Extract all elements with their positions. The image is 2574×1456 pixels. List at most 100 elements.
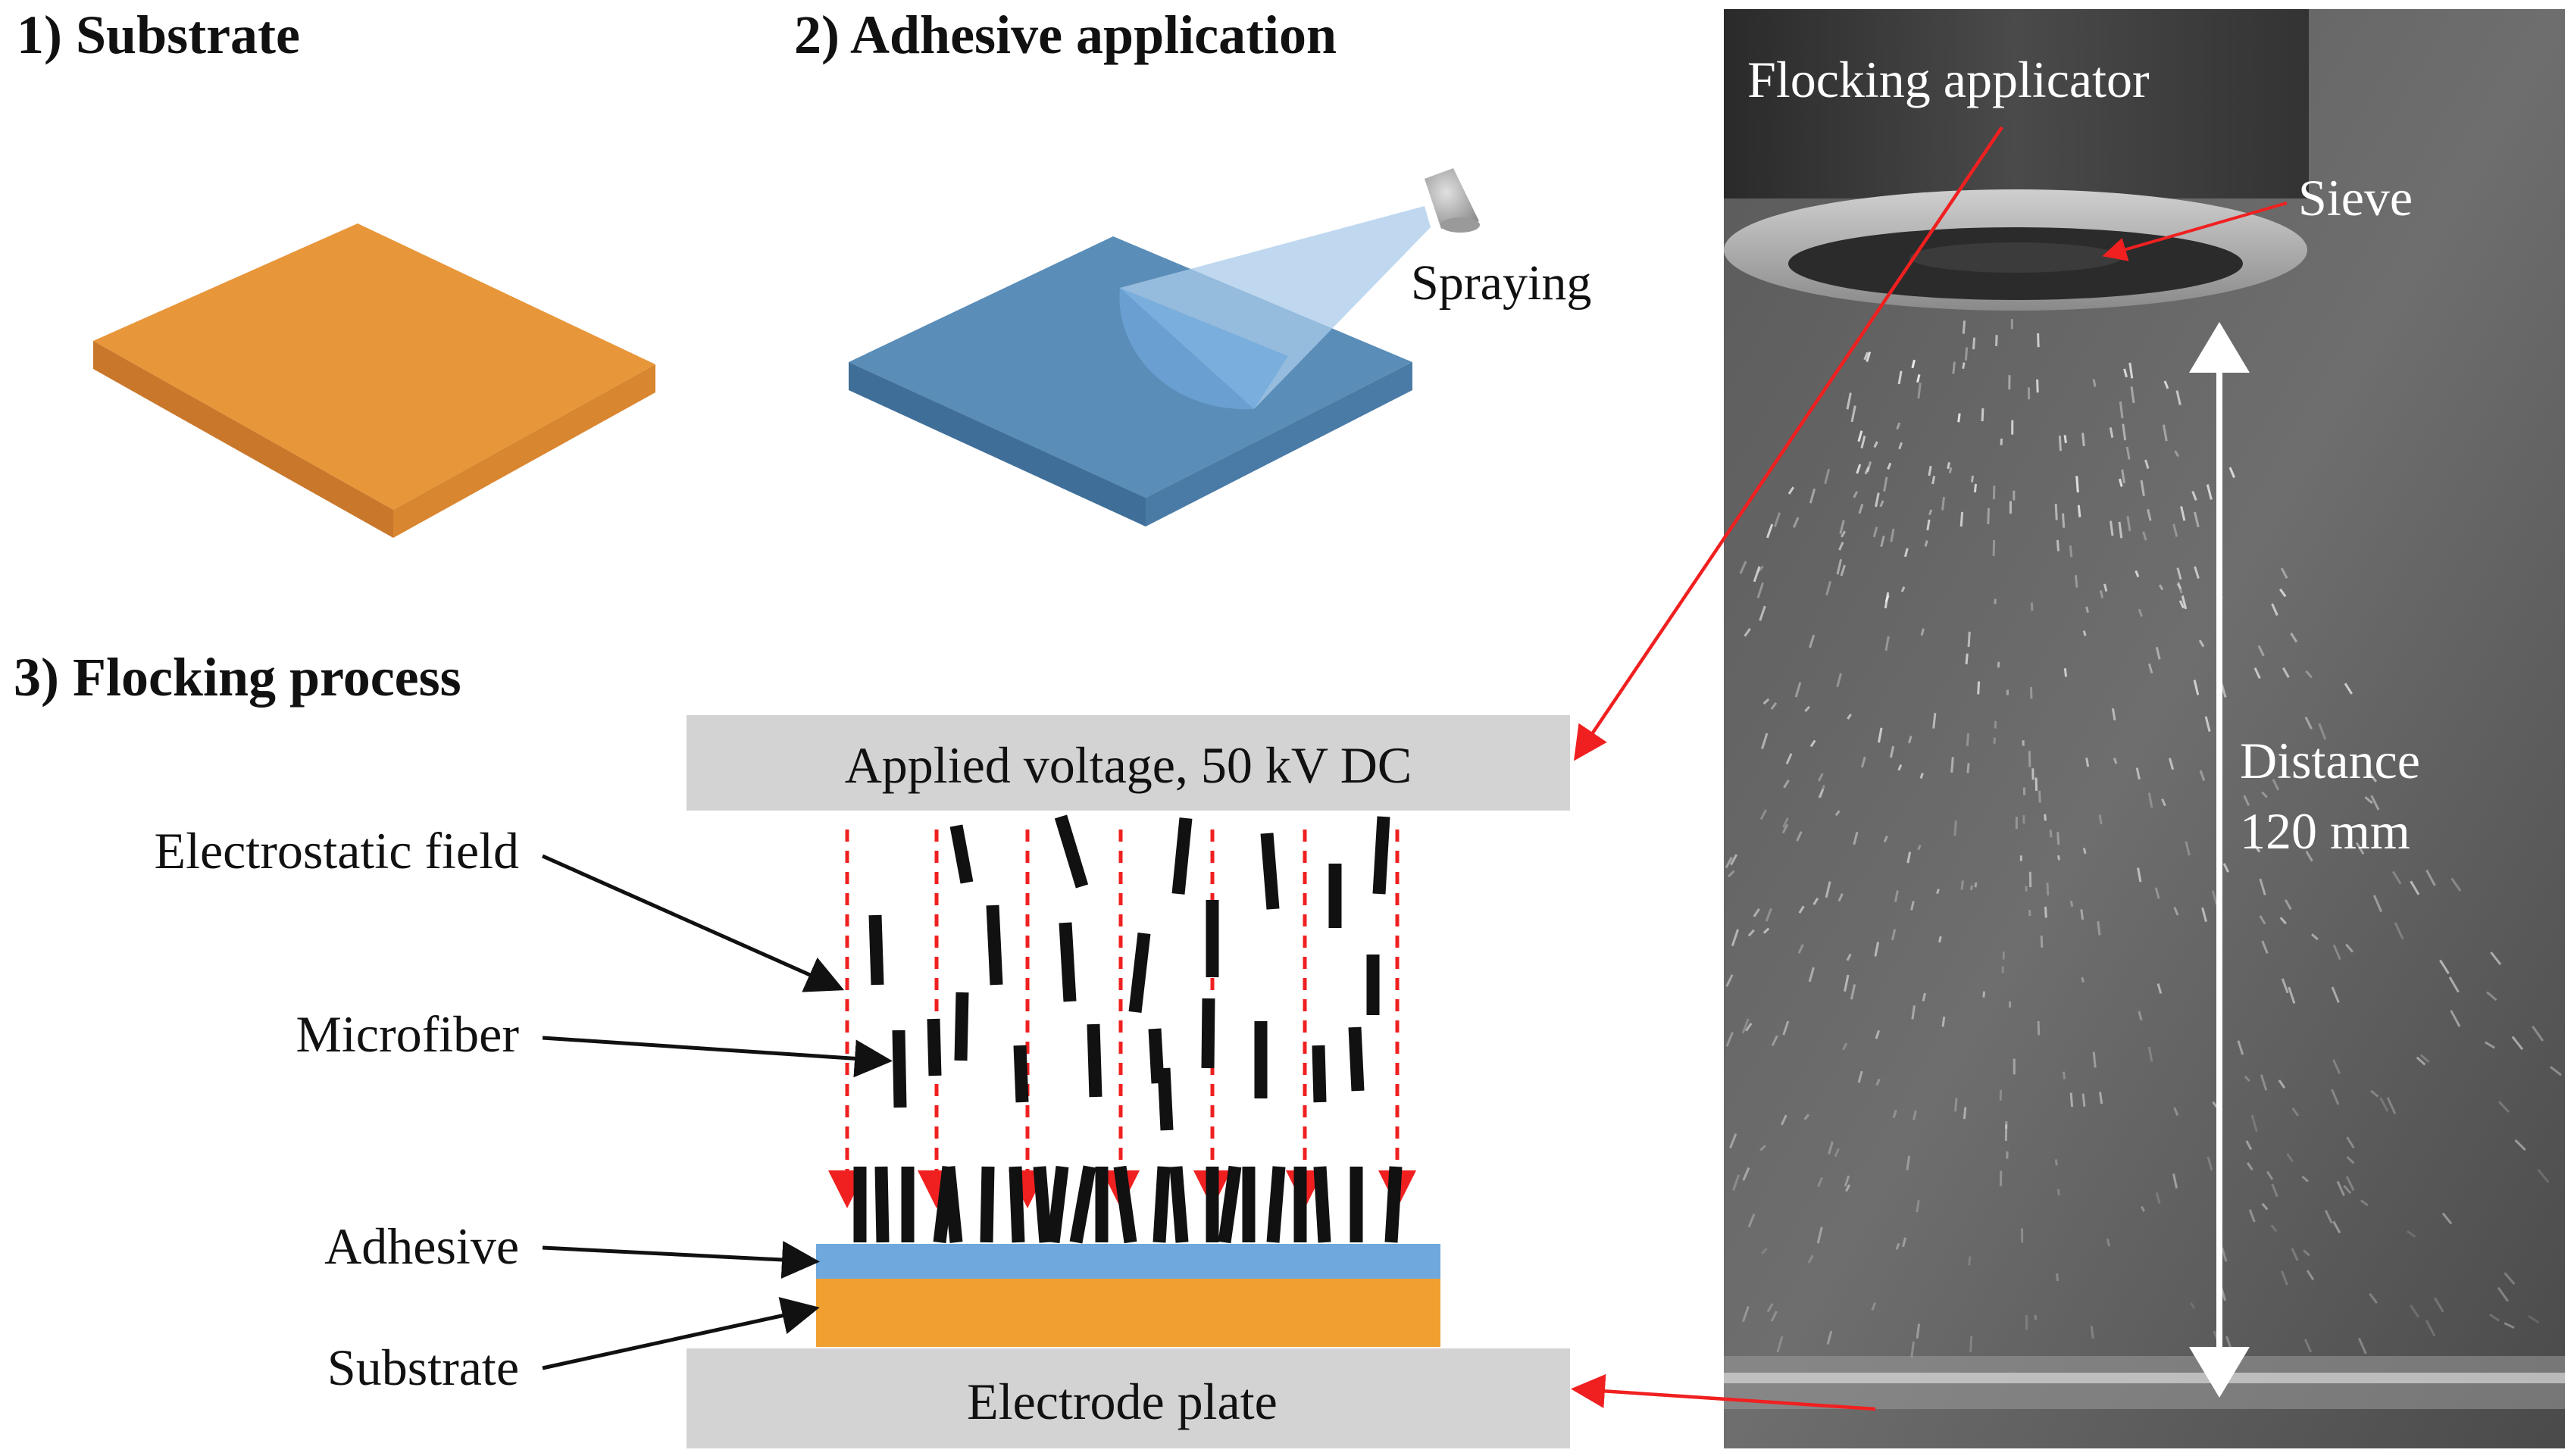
- adhesive-label: Adhesive: [324, 1217, 519, 1275]
- spray-particle: [2416, 1056, 2426, 1066]
- spray-particle: [2261, 940, 2269, 954]
- spray-particle: [2128, 362, 2134, 379]
- spray-particle: [2037, 333, 2040, 348]
- spray-particle: [1725, 856, 1733, 869]
- spray-particle: [2345, 1176, 2355, 1192]
- spray-particle: [2034, 1314, 2038, 1320]
- microfibers: [853, 814, 1403, 1244]
- spray-particle: [1834, 810, 1841, 817]
- spray-particle: [2288, 986, 2296, 1004]
- spray-particle: [1916, 1200, 1920, 1213]
- substrate-label: Substrate: [327, 1339, 519, 1396]
- spray-particle: [1817, 1176, 1823, 1188]
- spray-particle: [2038, 790, 2041, 803]
- anchored-microfiber: [1384, 1166, 1403, 1243]
- spray-particle: [2318, 723, 2327, 740]
- spray-particle: [2532, 1025, 2544, 1042]
- spray-particle: [2092, 1051, 2097, 1068]
- spray-particle: [2410, 880, 2420, 895]
- spray-particle: [2082, 848, 2087, 855]
- spray-particle: [1952, 361, 1956, 374]
- spray-particle: [2172, 1173, 2178, 1189]
- spray-particle: [2194, 511, 2200, 527]
- spray-particle: [2204, 716, 2211, 732]
- spray-particle: [1892, 1109, 1897, 1119]
- spray-particle: [1819, 785, 1825, 798]
- spray-particle: [2332, 1059, 2341, 1074]
- spray-particle: [2410, 1304, 2419, 1318]
- spray-particle: [2206, 484, 2213, 500]
- spray-particle: [1850, 984, 1856, 1000]
- distance-label-line2: 120 mm: [2240, 802, 2410, 860]
- spray-particle: [2324, 1209, 2333, 1224]
- spray-particle: [2191, 490, 2197, 501]
- spray-particle: [2346, 1156, 2355, 1164]
- spray-particle: [2270, 1224, 2278, 1233]
- spray-particle: [2286, 1153, 2294, 1163]
- spray-particle: [2081, 433, 2085, 447]
- spray-particle: [1812, 897, 1819, 905]
- microfiber: [1372, 816, 1390, 895]
- spray-particle: [1824, 468, 1831, 484]
- spray-particle: [2549, 1066, 2562, 1076]
- spray-particle: [1770, 701, 1778, 711]
- spray-particle: [2259, 878, 2266, 896]
- spray-particle: [1853, 832, 1859, 845]
- spray-particle: [1987, 508, 1990, 525]
- anchored-microfiber: [1113, 1165, 1137, 1244]
- spray-particle: [2243, 795, 2250, 807]
- spray-particle: [1856, 464, 1862, 474]
- spray-particle: [2056, 539, 2060, 551]
- spray-particle: [1994, 598, 1997, 605]
- spray-particle: [2135, 767, 2141, 780]
- anchored-microfiber: [1009, 1166, 1025, 1243]
- applied-voltage-electrode: [687, 715, 1570, 811]
- spray-particle: [1873, 441, 1878, 448]
- spray-particle: [1825, 881, 1831, 898]
- spray-particle: [2225, 1336, 2232, 1349]
- spray-particle: [2368, 771, 2378, 783]
- spray-particle: [2144, 459, 2150, 470]
- spray-particle: [2156, 983, 2163, 994]
- spray-particle: [2278, 1080, 2286, 1089]
- spray-particle: [1730, 854, 1738, 866]
- spray-particle: [1809, 634, 1816, 648]
- spray-particle: [1910, 901, 1915, 911]
- spray-particle: [2122, 423, 2127, 441]
- spray-particle: [1880, 536, 1885, 548]
- spray-particle: [1808, 967, 1815, 983]
- spray-particle: [1993, 737, 1996, 744]
- spray-particle: [2063, 668, 2068, 677]
- spray-particle: [2175, 390, 2181, 405]
- applied-voltage-label: Applied voltage, 50 kV DC: [845, 736, 1412, 794]
- spray-particle: [2511, 1036, 2524, 1051]
- spray-particle: [2062, 513, 2066, 528]
- spray-particle: [1884, 636, 1890, 651]
- spray-particle: [2037, 1020, 2041, 1036]
- spray-particle: [2085, 758, 2090, 767]
- spray-particle: [2111, 708, 2116, 721]
- spray-particle: [2172, 523, 2178, 537]
- spray-particle: [2056, 832, 2060, 845]
- spray-particle: [2369, 1292, 2379, 1304]
- microfiber: [1201, 998, 1215, 1069]
- spray-particle: [2504, 1272, 2516, 1286]
- flocking-photo: [1724, 9, 2565, 1448]
- spray-particle: [1959, 511, 1964, 527]
- spray-particle: [2158, 584, 2164, 591]
- spray-particle: [1957, 413, 1961, 423]
- spray-particle: [1953, 820, 1957, 836]
- spray-particle: [1804, 705, 1810, 713]
- spray-particle: [2305, 850, 2313, 862]
- spray-particle: [2260, 1074, 2268, 1091]
- spray-particle: [1866, 352, 1872, 362]
- spray-particle: [1960, 880, 1964, 890]
- spray-particle: [2081, 1093, 2086, 1107]
- spray-particle: [2126, 516, 2131, 532]
- spray-particle: [1908, 736, 1913, 744]
- spray-particle: [1969, 885, 1973, 891]
- spray-particle: [2253, 845, 2261, 853]
- spray-particle: [2049, 830, 2053, 838]
- spray-particle: [1941, 1016, 1946, 1027]
- spray-particle: [2259, 915, 2266, 925]
